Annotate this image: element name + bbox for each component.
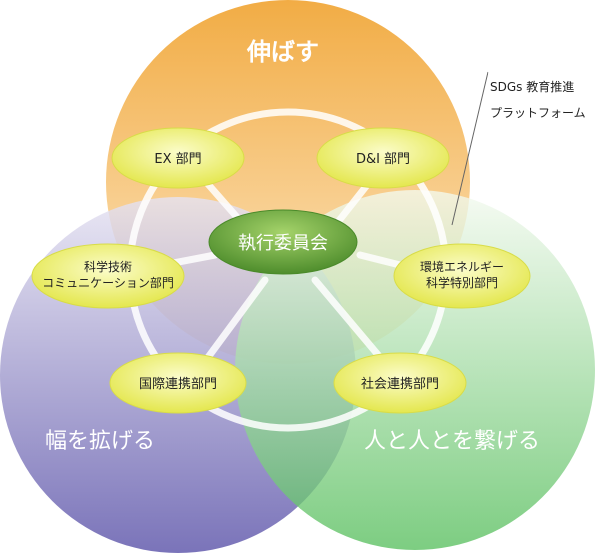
callout-line1: SDGs 教育推進 (490, 79, 574, 94)
callout-leader (451, 71, 489, 226)
node-sci-comm-line2: コミュニケーション部門 (42, 275, 174, 290)
callout-box (488, 72, 598, 130)
node-social-label: 社会連携部門 (361, 376, 439, 392)
node-di-label: D&I 部門 (356, 152, 410, 167)
node-center-label: 執行委員会 (238, 233, 328, 254)
node-di: D&I 部門 (316, 127, 450, 189)
node-ex-label: EX 部門 (154, 152, 201, 167)
node-ex: EX 部門 (111, 127, 245, 189)
node-env-line2: 科学特別部門 (426, 275, 498, 290)
node-center: 執行委員会 (208, 209, 358, 275)
node-intl-label: 国際連携部門 (139, 376, 217, 392)
node-env: 環境エネルギー 科学特別部門 (393, 243, 531, 309)
node-social: 社会連携部門 (333, 352, 467, 414)
circle-right-label: 人と人とを繋げる (364, 429, 540, 454)
circle-left-label: 幅を拡げる (45, 429, 155, 454)
node-env-line1: 環境エネルギー (420, 259, 504, 274)
node-intl: 国際連携部門 (109, 352, 247, 414)
circle-top-label: 伸ばす (246, 38, 319, 66)
node-sci-comm-line1: 科学技術 (84, 259, 132, 274)
callout-line2: プラットフォーム (490, 106, 586, 120)
node-sci-comm: 科学技術 コミュニケーション部門 (31, 243, 185, 309)
